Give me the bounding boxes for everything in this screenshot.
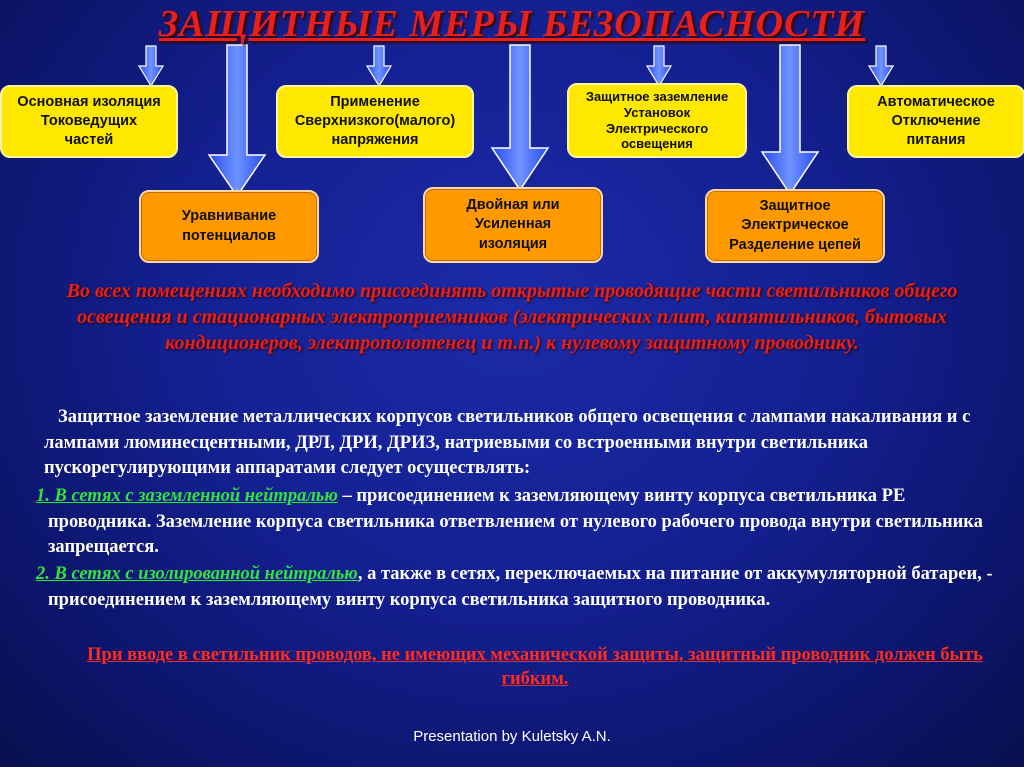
- box-protective-grounding-text: Защитное заземление Установок Электричес…: [585, 88, 729, 152]
- box-protective-grounding: Защитное заземление Установок Электричес…: [567, 83, 747, 158]
- item-isolated-neutral: 2. В сетях с изолированной нейтралью, а …: [32, 562, 1008, 613]
- box-extra-low-voltage: Применение Сверхнизкого(малого) напряжен…: [276, 85, 474, 158]
- grounded-neutral-text: – присоединением к заземляющему винту ко…: [48, 486, 983, 558]
- isolated-neutral-text: , а также в сетях, переключаемых на пита…: [48, 564, 993, 610]
- footer-credit: Presentation by Kuletsky A.N.: [413, 728, 611, 745]
- flexible-conductor-warning: При вводе в светильник проводов, не имею…: [60, 643, 1010, 691]
- box-circuit-separation-text: Защитное Электрическое Разделение цепей: [729, 197, 861, 253]
- box-extra-low-voltage-text: Применение Сверхнизкого(малого) напряжен…: [294, 94, 456, 148]
- arrow-to-low-voltage: [365, 45, 393, 88]
- box-basic-insulation-text: Основная изоляция Токоведущих частей: [17, 94, 161, 148]
- box-double-insulation: Двойная или Усиленная изоляция: [423, 187, 603, 263]
- requirement-paragraph: Во всех помещениях необходимо присоединя…: [66, 280, 958, 354]
- box-potential-equalization-text: Уравнивание потенциалов: [181, 207, 277, 244]
- box-circuit-separation: Защитное Электрическое Разделение цепей: [705, 189, 885, 263]
- box-potential-equalization: Уравнивание потенциалов: [139, 190, 319, 263]
- box-automatic-disconnection-text: Автоматическое Отключение питания: [877, 94, 995, 148]
- arrow-to-circuit-separation: [760, 44, 820, 196]
- flexible-conductor-warning-text: При вводе в светильник проводов, не имею…: [87, 645, 983, 690]
- box-basic-insulation: Основная изоляция Токоведущих частей: [0, 85, 178, 158]
- box-double-insulation-text: Двойная или Усиленная изоляция: [466, 196, 560, 252]
- arrow-to-protective-grounding: [645, 45, 673, 88]
- arrow-to-potential-equalization: [207, 44, 267, 198]
- box-automatic-disconnection: Автоматическое Отключение питания: [847, 85, 1024, 158]
- item-grounded-neutral: 1. В сетях с заземленной нейтралью – при…: [32, 484, 1008, 561]
- intro-paragraph-text: Защитное заземление металлических корпус…: [44, 407, 971, 479]
- arrow-to-auto-disconnect: [867, 45, 895, 88]
- grounded-neutral-link[interactable]: 1. В сетях с заземленной нейтралью: [36, 486, 338, 506]
- arrow-to-double-insulation: [490, 44, 550, 192]
- intro-paragraph: Защитное заземление металлических корпус…: [44, 405, 1016, 482]
- slide-title: ЗАЩИТНЫЕ МЕРЫ БЕЗОПАСНОСТИ: [158, 3, 866, 45]
- isolated-neutral-link[interactable]: 2. В сетях с изолированной нейтралью: [36, 564, 358, 584]
- arrow-to-basic-insulation: [137, 45, 165, 88]
